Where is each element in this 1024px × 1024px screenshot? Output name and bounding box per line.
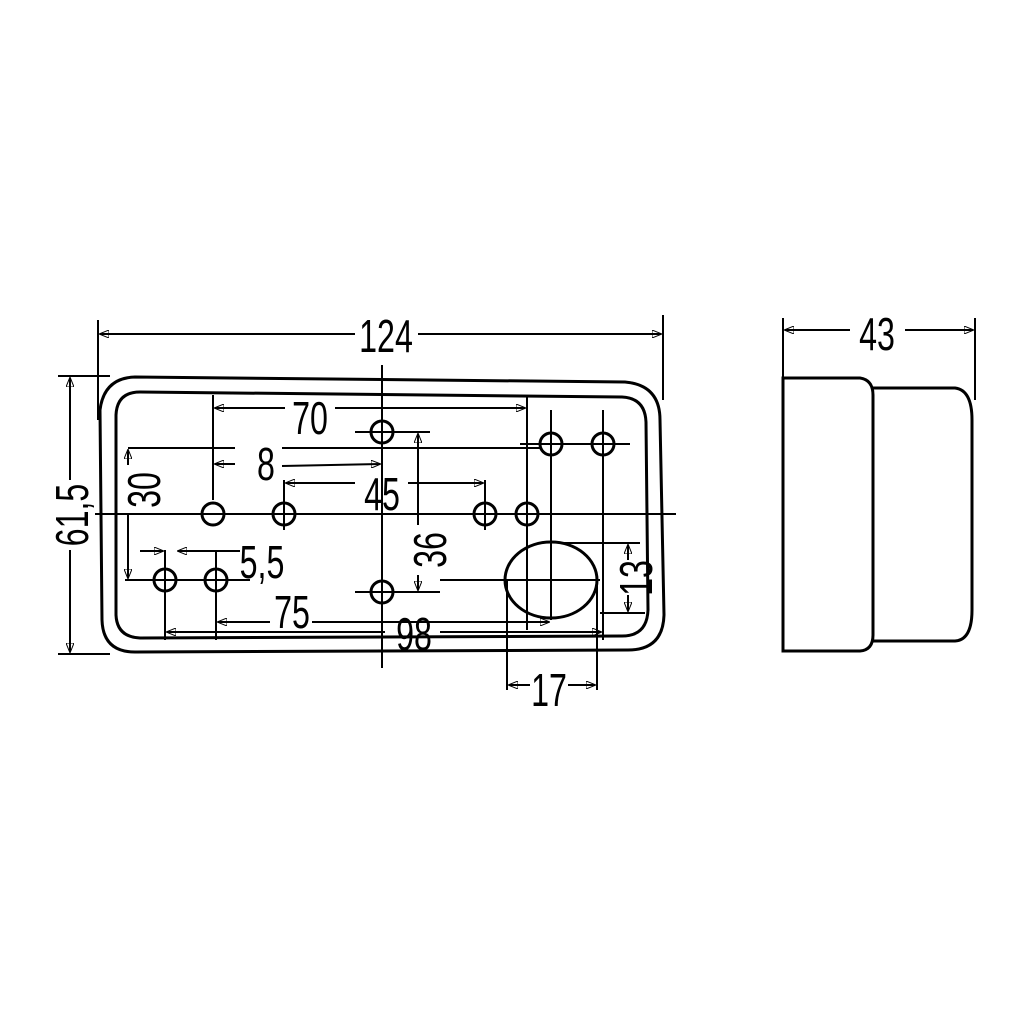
hole — [369, 419, 395, 445]
dimension-lines — [58, 315, 664, 685]
hole — [203, 567, 229, 593]
dim-label-13: 13 — [611, 560, 662, 596]
hole — [271, 501, 297, 527]
housing-outer-outline — [98, 375, 666, 654]
dimension-labels: 124 61,5 70 8 30 45 36 5,5 75 98 13 17 4… — [47, 309, 894, 716]
mounting-holes — [152, 419, 616, 620]
dim-label-45: 45 — [364, 469, 400, 520]
side-lens — [873, 386, 974, 643]
dim-label-124: 124 — [359, 311, 413, 362]
hole — [538, 431, 564, 457]
dim-label-17: 17 — [531, 665, 567, 716]
dim-label-61-5: 61,5 — [47, 484, 98, 547]
side-view — [781, 318, 976, 653]
front-view — [98, 375, 666, 654]
dim-label-30: 30 — [119, 472, 170, 508]
hole — [200, 501, 226, 527]
hole — [152, 567, 178, 593]
hole — [514, 501, 540, 527]
dim-label-98: 98 — [396, 609, 432, 660]
hole — [590, 431, 616, 457]
hole — [369, 579, 395, 605]
dim-label-36: 36 — [405, 532, 456, 568]
center-lines — [95, 365, 676, 690]
dim-label-43: 43 — [859, 309, 895, 360]
dim-label-8: 8 — [257, 439, 275, 490]
housing-inner-outline — [114, 390, 650, 640]
side-body-front — [781, 376, 875, 653]
oval-cable-opening — [503, 540, 599, 620]
dim-label-5-5: 5,5 — [240, 537, 285, 588]
dim-label-70: 70 — [292, 393, 328, 444]
dim-label-75: 75 — [274, 587, 310, 638]
hole — [472, 501, 498, 527]
